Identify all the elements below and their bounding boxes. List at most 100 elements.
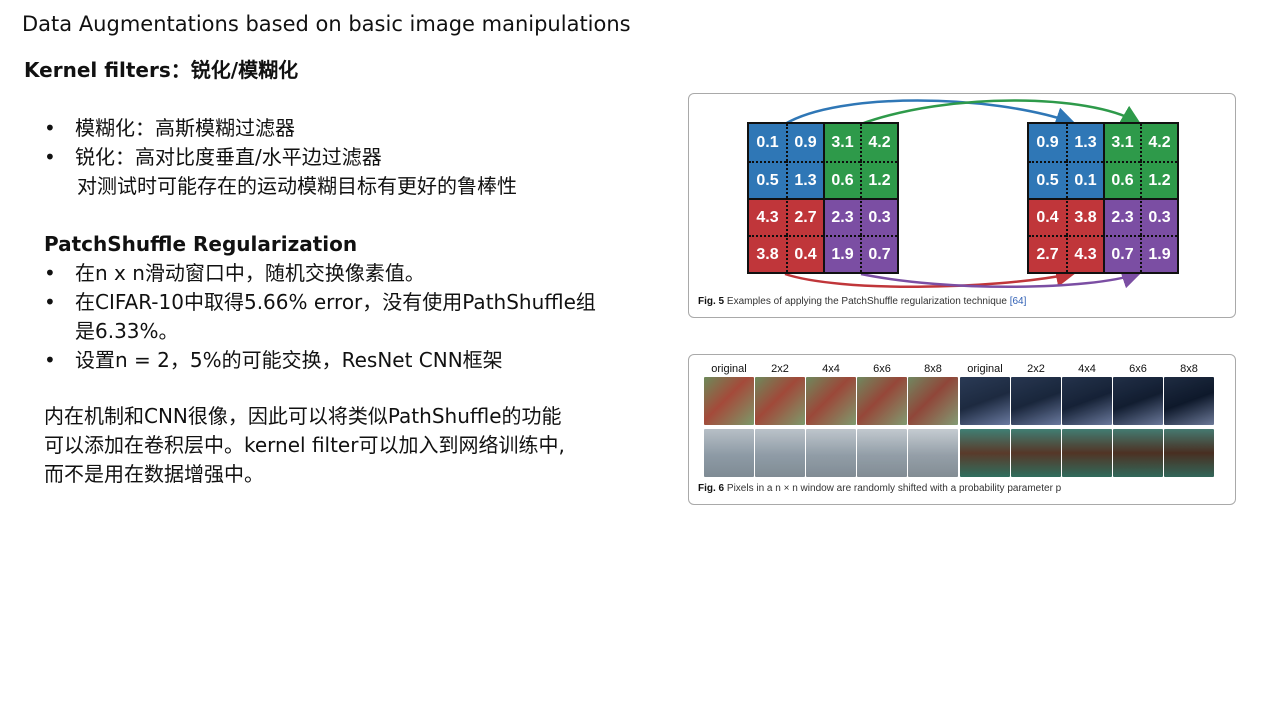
paragraph-line: 而不是用在数据增强中。 xyxy=(44,462,264,486)
bird-image xyxy=(806,377,856,425)
bird-image xyxy=(704,377,754,425)
bullet-settings: 设置n = 2，5%的可能交换，ResNet CNN框架 xyxy=(44,346,596,375)
caption-label: Fig. 5 xyxy=(698,296,725,307)
caption-label: Fig. 6 xyxy=(698,483,725,494)
figure-pixel-shift-examples: original 2x2 4x4 6x6 8x8 original 2x2 4x4 6x6 8x8… xyxy=(688,354,1236,505)
column-label: 4x4 xyxy=(822,363,840,375)
grid-cell: 0.4 xyxy=(786,235,823,272)
slide-subtitle: Kernel filters：锐化/模糊化 xyxy=(24,58,299,82)
airplane-image xyxy=(908,429,958,477)
grid-cell: 2.3 xyxy=(823,198,860,235)
bullet-text: 在CIFAR-10中取得5.66% error，没有使用PathShuffle组 xyxy=(75,290,596,314)
arrow-purple xyxy=(860,269,1142,289)
bullet-continuation: 对测试时可能存在的运动模糊目标有更好的鲁棒性 xyxy=(77,174,517,198)
grid-cell: 2.3 xyxy=(1103,198,1140,235)
grid-cell: 0.3 xyxy=(1140,198,1177,235)
bullet-text: 模糊化：高斯模糊过滤器 xyxy=(75,116,295,140)
bird-image xyxy=(755,377,805,425)
caption-text: Examples of applying the PatchShuffle re… xyxy=(726,296,1007,307)
airplane-image xyxy=(857,429,907,477)
grid-cell: 0.7 xyxy=(1103,235,1140,272)
grid-cell: 1.2 xyxy=(1140,161,1177,198)
deer-image xyxy=(1113,429,1163,477)
bullet-continuation: 是6.33%。 xyxy=(75,319,179,343)
grid-cell: 0.1 xyxy=(749,124,786,161)
arrow-red xyxy=(784,267,1076,288)
grid-cell: 0.3 xyxy=(860,198,897,235)
kernel-filter-section: 模糊化：高斯模糊过滤器 锐化：高对比度垂直/水平边过滤器 对测试时可能存在的运动… xyxy=(44,114,517,201)
bullet-blur: 模糊化：高斯模糊过滤器 xyxy=(44,114,517,143)
column-label: 6x6 xyxy=(873,363,891,375)
bullet-cifar-error: 在CIFAR-10中取得5.66% error，没有使用PathShuffle组 xyxy=(44,288,596,317)
grid-cell: 2.7 xyxy=(786,198,823,235)
conclusion-paragraph: 内在机制和CNN很像，因此可以将类似PathShuffle的功能 可以添加在卷积… xyxy=(44,402,664,489)
column-label: original xyxy=(967,363,1003,375)
column-label: 8x8 xyxy=(924,363,942,375)
airplane-image xyxy=(755,429,805,477)
grid-cell: 1.3 xyxy=(1066,124,1103,161)
figure-caption: Fig. 6 Pixels in a n × n window are rand… xyxy=(698,483,1061,494)
deer-image xyxy=(1062,429,1112,477)
figure-caption: Fig. 5 Examples of applying the PatchShu… xyxy=(698,296,1026,307)
grid-cell: 3.1 xyxy=(823,124,860,161)
grid-cell: 0.7 xyxy=(860,235,897,272)
bullet-text: 设置n = 2，5%的可能交换，ResNet CNN框架 xyxy=(75,348,503,372)
bullet-text: 在n x n滑动窗口中，随机交换像素值。 xyxy=(75,261,425,285)
grid-cell: 4.2 xyxy=(860,124,897,161)
column-label: 4x4 xyxy=(1078,363,1096,375)
caption-text: Pixels in a n × n window are randomly sh… xyxy=(726,483,1062,494)
bullet-text: 锐化：高对比度垂直/水平边过滤器 xyxy=(75,145,382,169)
bird-image xyxy=(908,377,958,425)
bullet-sliding-window: 在n x n滑动窗口中，随机交换像素值。 xyxy=(44,259,596,288)
column-label: 6x6 xyxy=(1129,363,1147,375)
patchshuffle-section: PatchShuffle Regularization 在n x n滑动窗口中，… xyxy=(44,230,596,375)
truck-image xyxy=(960,377,1010,425)
truck-image xyxy=(1113,377,1163,425)
grid-cell: 4.3 xyxy=(1066,235,1103,272)
truck-image xyxy=(1164,377,1214,425)
grid-cell: 1.3 xyxy=(786,161,823,198)
grid-cell: 3.8 xyxy=(749,235,786,272)
column-label: 2x2 xyxy=(1027,363,1045,375)
arrow-green xyxy=(860,99,1142,126)
grid-cell: 4.2 xyxy=(1140,124,1177,161)
grid-cell: 1.9 xyxy=(823,235,860,272)
shuffle-arrows xyxy=(784,99,1142,289)
paragraph-line: 内在机制和CNN很像，因此可以将类似PathShuffle的功能 xyxy=(44,404,562,428)
column-label: original xyxy=(711,363,747,375)
grid-cell: 3.1 xyxy=(1103,124,1140,161)
bird-image xyxy=(857,377,907,425)
truck-image xyxy=(1062,377,1112,425)
slide-title: Data Augmentations based on basic image … xyxy=(22,12,631,36)
grid-cell: 1.9 xyxy=(1140,235,1177,272)
grid-cell: 0.6 xyxy=(823,161,860,198)
column-labels: original 2x2 4x4 6x6 8x8 original 2x2 4x4 6x6 8x8 xyxy=(689,363,1235,377)
grid-cell: 0.5 xyxy=(749,161,786,198)
section-heading: PatchShuffle Regularization xyxy=(44,232,358,256)
deer-image xyxy=(1164,429,1214,477)
grid-cell: 3.8 xyxy=(1066,198,1103,235)
arrow-blue xyxy=(784,99,1076,127)
airplane-image xyxy=(806,429,856,477)
grid-cell: 2.7 xyxy=(1029,235,1066,272)
grid-cell: 0.4 xyxy=(1029,198,1066,235)
grid-cell: 0.9 xyxy=(1029,124,1066,161)
deer-image xyxy=(1011,429,1061,477)
caption-reference-link[interactable]: [64] xyxy=(1009,296,1027,307)
truck-image xyxy=(1011,377,1061,425)
deer-image xyxy=(960,429,1010,477)
grid-cell: 4.3 xyxy=(749,198,786,235)
column-label: 8x8 xyxy=(1180,363,1198,375)
paragraph-line: 可以添加在卷积层中。kernel filter可以加入到网络训练中, xyxy=(44,433,565,457)
bullet-sharpen: 锐化：高对比度垂直/水平边过滤器 xyxy=(44,143,517,172)
grid-cell: 0.9 xyxy=(786,124,823,161)
grid-cell: 0.1 xyxy=(1066,161,1103,198)
airplane-image xyxy=(704,429,754,477)
grid-cell: 1.2 xyxy=(860,161,897,198)
grid-cell: 0.5 xyxy=(1029,161,1066,198)
column-label: 2x2 xyxy=(771,363,789,375)
grid-cell: 0.6 xyxy=(1103,161,1140,198)
